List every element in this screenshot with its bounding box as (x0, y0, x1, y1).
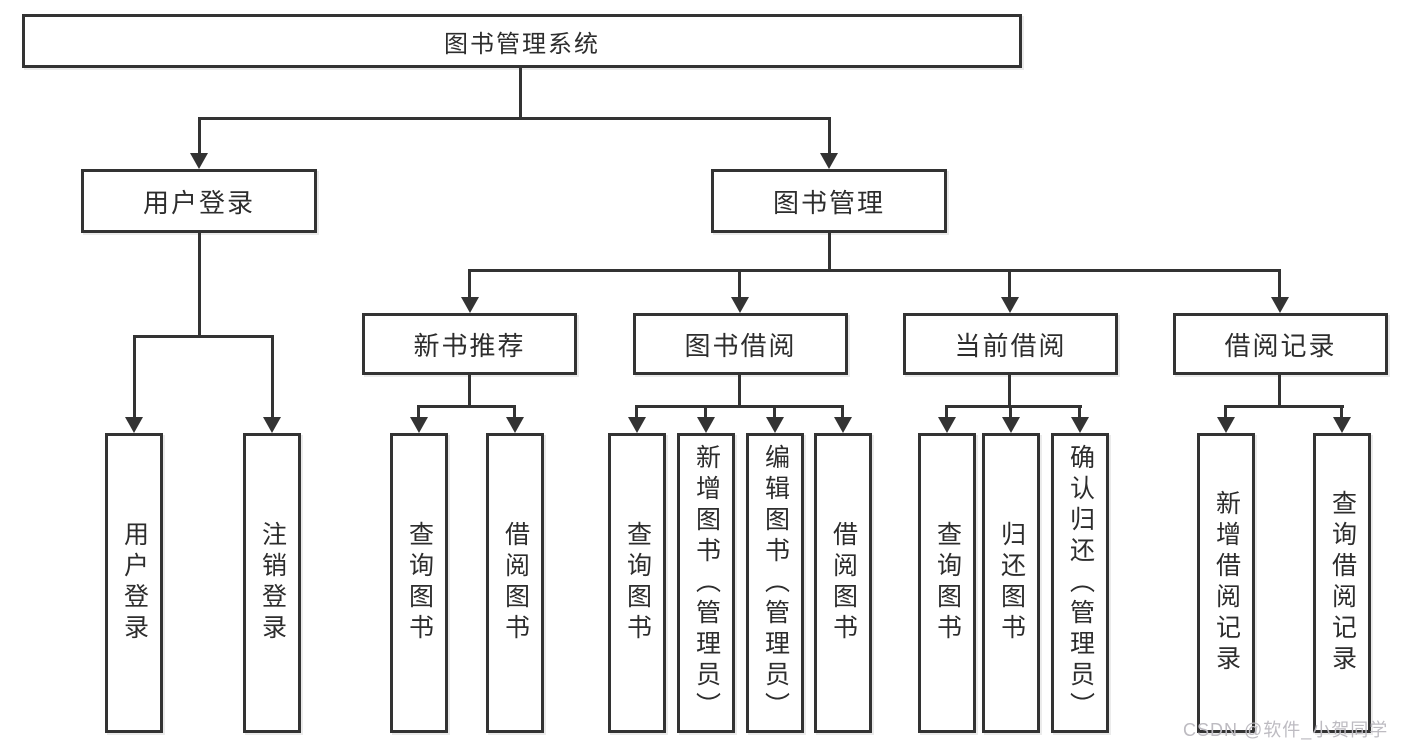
arrow-down-icon (628, 417, 646, 433)
arrow-down-icon (820, 153, 838, 169)
connector-line (1008, 269, 1011, 298)
arrow-down-icon (410, 417, 428, 433)
leaf-return-books: 归还图书 (982, 433, 1040, 733)
connector-line (468, 269, 1281, 272)
arrow-down-icon (1333, 417, 1351, 433)
connector-line (468, 373, 471, 408)
node-label: 查询图书 (405, 521, 434, 645)
node-label: 图书管理 (772, 187, 885, 218)
connector-line (945, 405, 948, 418)
node-book-borrowing: 图书借阅 (633, 313, 848, 375)
node-label: 用户登录 (120, 521, 149, 645)
leaf-add-borrow-record: 新增借阅记录 (1197, 433, 1255, 733)
node-label: 新增图书（管理员） (692, 443, 721, 723)
connector-line (133, 335, 136, 418)
node-label: 图书管理系统 (444, 30, 600, 58)
arrow-down-icon (461, 297, 479, 313)
connector-line (198, 117, 201, 154)
connector-line (198, 231, 201, 337)
node-borrowing-records: 借阅记录 (1173, 313, 1388, 375)
leaf-current-query-books: 查询图书 (918, 433, 976, 733)
connector-line (828, 231, 831, 272)
node-new-book-recommendation: 新书推荐 (362, 313, 577, 375)
node-label: 当前借阅 (954, 330, 1067, 361)
node-library-management-system: 图书管理系统 (22, 14, 1022, 68)
connector-line (704, 405, 707, 418)
connector-line (1224, 405, 1344, 408)
node-label: 借阅图书 (501, 521, 530, 645)
connector-line (417, 405, 420, 418)
connector-line (738, 269, 741, 298)
connector-line (519, 66, 522, 119)
node-label: 归还图书 (997, 521, 1026, 645)
node-label: 借阅记录 (1224, 330, 1337, 361)
connector-line (1340, 405, 1343, 418)
connector-line (773, 405, 776, 418)
node-user-login: 用户登录 (81, 169, 317, 233)
watermark: CSDN @软件_小贺同学 (1183, 720, 1389, 740)
node-label: 编辑图书（管理员） (761, 443, 790, 723)
connector-line (1009, 405, 1012, 418)
connector-line (1278, 373, 1281, 408)
connector-line (271, 335, 274, 418)
arrow-down-icon (263, 417, 281, 433)
leaf-query-borrow-record: 查询借阅记录 (1313, 433, 1371, 733)
node-current-borrowing: 当前借阅 (903, 313, 1118, 375)
arrow-down-icon (938, 417, 956, 433)
node-label: 借阅图书 (829, 521, 858, 645)
connector-line (635, 405, 843, 408)
leaf-newbook-query-books: 查询图书 (390, 433, 448, 733)
leaf-newbook-borrow-books: 借阅图书 (486, 433, 544, 733)
arrow-down-icon (1071, 417, 1089, 433)
arrow-down-icon (1271, 297, 1289, 313)
connector-line (945, 405, 1082, 408)
leaf-borrowing-query-books: 查询图书 (608, 433, 666, 733)
node-book-management: 图书管理 (711, 169, 947, 233)
leaf-edit-book-admin: 编辑图书（管理员） (746, 433, 804, 733)
node-label: 查询借阅记录 (1328, 490, 1357, 676)
node-label: 确认归还（管理员） (1066, 443, 1095, 723)
arrow-down-icon (506, 417, 524, 433)
arrow-down-icon (766, 417, 784, 433)
node-label: 用户登录 (142, 187, 255, 218)
node-label: 新增借阅记录 (1212, 490, 1241, 676)
connector-line (133, 335, 274, 338)
arrow-down-icon (125, 417, 143, 433)
leaf-user-login: 用户登录 (105, 433, 163, 733)
node-label: 图书借阅 (684, 330, 797, 361)
connector-line (468, 269, 471, 298)
node-label: 新书推荐 (413, 330, 526, 361)
connector-line (1224, 405, 1227, 418)
connector-line (417, 405, 516, 408)
connector-line (828, 117, 831, 154)
node-label: 查询图书 (623, 521, 652, 645)
leaf-logout: 注销登录 (243, 433, 301, 733)
arrow-down-icon (190, 153, 208, 169)
leaf-borrowing-borrow-books: 借阅图书 (814, 433, 872, 733)
leaf-confirm-return-admin: 确认归还（管理员） (1051, 433, 1109, 733)
arrow-down-icon (1001, 297, 1019, 313)
node-label: 查询图书 (933, 521, 962, 645)
connector-line (513, 405, 516, 418)
connector-line (841, 405, 844, 418)
connector-line (1278, 269, 1281, 298)
arrow-down-icon (731, 297, 749, 313)
node-label: 注销登录 (258, 521, 287, 645)
connector-line (1008, 373, 1011, 408)
arrow-down-icon (1217, 417, 1235, 433)
connector-line (1078, 405, 1081, 418)
connector-line (635, 405, 638, 418)
connector-line (198, 117, 831, 120)
arrow-down-icon (834, 417, 852, 433)
leaf-add-book-admin: 新增图书（管理员） (677, 433, 735, 733)
arrow-down-icon (1002, 417, 1020, 433)
connector-line (738, 373, 741, 408)
arrow-down-icon (697, 417, 715, 433)
